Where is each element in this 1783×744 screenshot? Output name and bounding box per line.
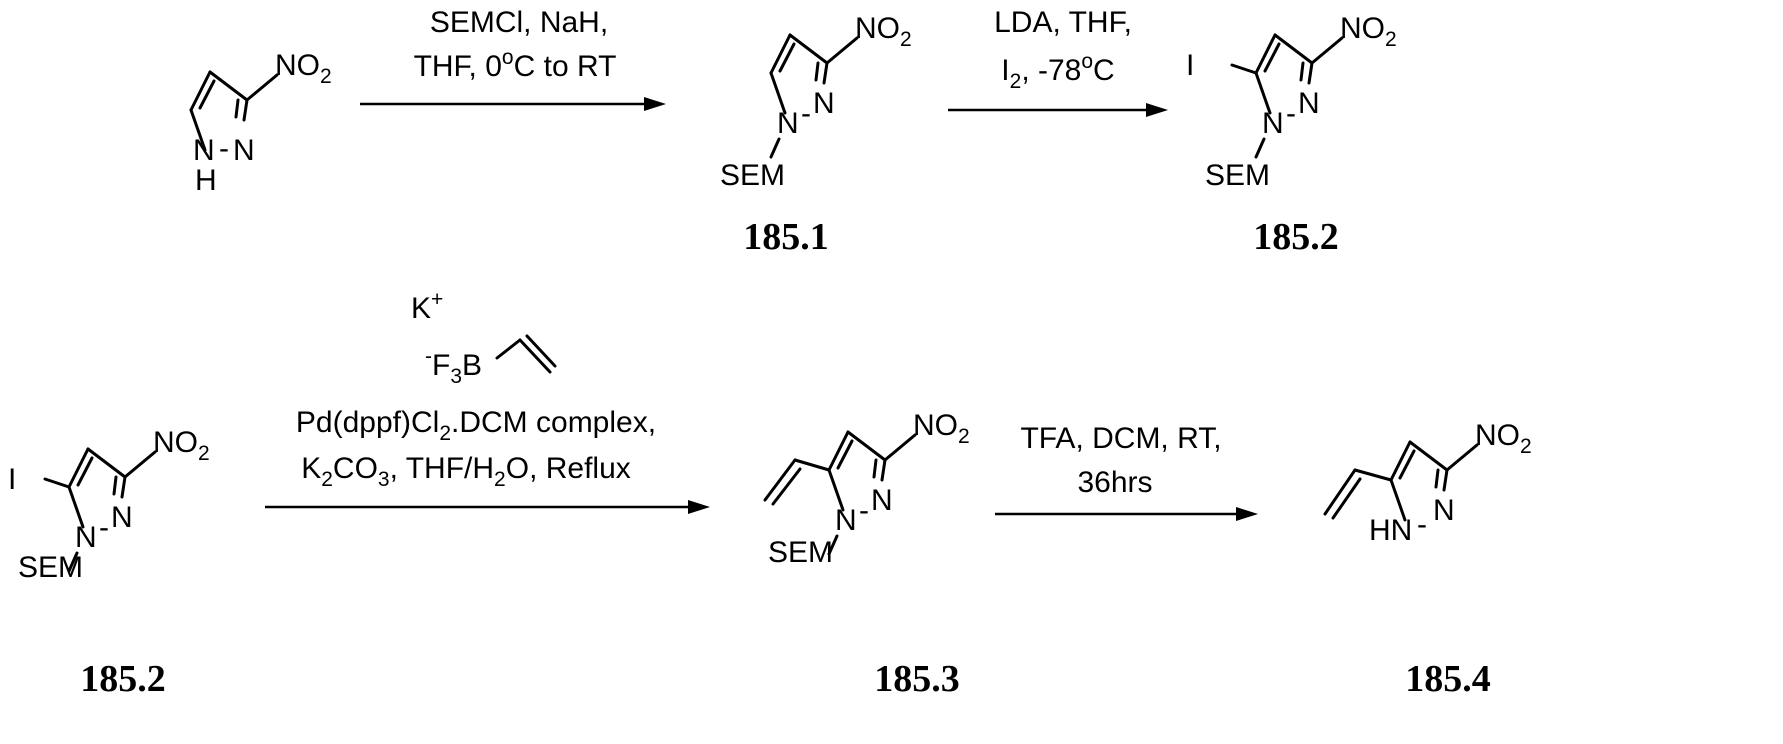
ring-nitrogen-1: N <box>835 504 857 537</box>
ring-nitrogen-1: N <box>75 521 97 554</box>
reaction-arrow-2 <box>948 103 1168 117</box>
nitro-group: NO2 <box>855 12 912 51</box>
ring-hydrogen: H <box>195 164 217 197</box>
molecule-185-2-bottom: NO2 N N - I SEM <box>8 426 210 584</box>
compound-label-185-2-top: 185.2 <box>1253 216 1339 258</box>
reagents-r4-line2: 36hrs <box>1077 466 1152 499</box>
ring-nitrogen-1: N <box>193 134 215 167</box>
ring-nitrogen-2: N <box>1298 87 1320 120</box>
iodine-atom: I <box>8 463 16 496</box>
ring-nitrogen-1: N <box>777 107 799 140</box>
molecule-185-2-top: NO2 N N - I SEM <box>1186 12 1397 192</box>
reaction-arrow-3 <box>265 500 710 514</box>
nitro-group: NO2 <box>1340 12 1397 51</box>
ring-dash: - <box>859 494 869 527</box>
reagents-r3-line1: Pd(dppf)Cl2.DCM complex, <box>296 406 656 445</box>
molecule-potassium-vinyltrifluoroborate: K+ -F3B <box>411 288 555 388</box>
reagents-r2-line1: LDA, THF, <box>994 6 1132 39</box>
trifluoroborate-group: -F3B <box>425 345 482 388</box>
reagents-r4-line1: TFA, DCM, RT, <box>1020 422 1221 455</box>
ring-nitrogen-2: N <box>813 87 835 120</box>
sem-group: SEM <box>768 536 833 569</box>
sem-group: SEM <box>1205 159 1270 192</box>
molecule-3-nitropyrazole: NO2 N N - H <box>191 49 332 197</box>
ring-nitrogen-2: N <box>233 134 255 167</box>
molecule-185-1: NO2 N N - SEM <box>720 12 912 192</box>
nitro-group: NO2 <box>153 426 210 465</box>
ring-nitrogen-2: N <box>871 484 893 517</box>
reagents-r1-line2: THF, 0oC to RT <box>414 46 617 83</box>
reaction-arrow-1 <box>360 97 666 111</box>
molecule-185-3: NO2 N N - SEM <box>765 409 970 569</box>
reaction-arrow-4 <box>995 507 1258 521</box>
molecule-185-4: NO2 N HN - <box>1325 419 1532 547</box>
ring-nitrogen-1: N <box>1262 107 1284 140</box>
ring-dash: - <box>1286 97 1296 130</box>
reagents-r2-line2: I2, -78oC <box>1001 50 1114 93</box>
iodine-atom: I <box>1186 49 1194 82</box>
ring-dash: - <box>801 97 811 130</box>
compound-label-185-4: 185.4 <box>1405 658 1491 700</box>
ring-dash: - <box>219 132 229 165</box>
nitro-group: NO2 <box>275 49 332 88</box>
ring-dash: - <box>1417 508 1427 541</box>
nitro-group: NO2 <box>913 409 970 448</box>
ring-nitrogen-2: N <box>111 501 133 534</box>
nitro-group: NO2 <box>1475 419 1532 458</box>
ring-dash: - <box>99 511 109 544</box>
sem-group: SEM <box>18 551 83 584</box>
ring-nh-group: HN <box>1369 514 1412 547</box>
compound-label-185-3: 185.3 <box>874 658 960 700</box>
sem-group: SEM <box>720 159 785 192</box>
ring-nitrogen-2: N <box>1433 494 1455 527</box>
reagents-r3-line2: K2CO3, THF/H2O, Reflux <box>301 452 631 491</box>
compound-label-185-2-bottom: 185.2 <box>80 658 166 700</box>
potassium-ion: K+ <box>411 288 443 325</box>
compound-label-185-1: 185.1 <box>743 216 829 258</box>
reagents-r1-line1: SEMCl, NaH, <box>430 6 608 39</box>
